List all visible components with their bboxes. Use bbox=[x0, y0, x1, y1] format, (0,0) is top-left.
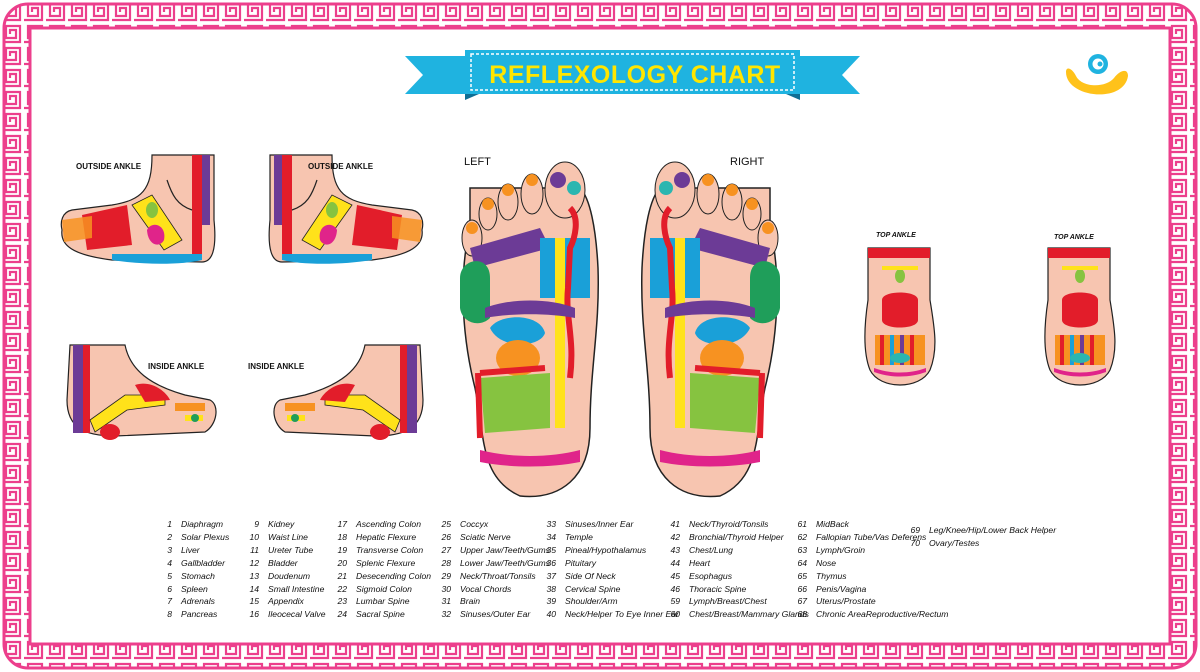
title-banner bbox=[405, 50, 860, 100]
outside-ankle-right-foot bbox=[268, 154, 424, 264]
top-ankle-right-label: TOP ANKLE bbox=[1054, 234, 1094, 241]
outside-ankle-left-label: OUTSIDE ANKLE bbox=[76, 162, 142, 171]
top-ankle-left-label: TOP ANKLE bbox=[876, 232, 916, 239]
sole-diagrams bbox=[460, 161, 780, 498]
outside-ankle-left-foot bbox=[60, 154, 216, 264]
left-sole bbox=[460, 161, 600, 498]
outside-ankle-diagrams bbox=[60, 154, 424, 264]
top-ankle-left-foot bbox=[864, 247, 936, 386]
brand-logo-icon bbox=[1066, 54, 1128, 95]
outside-ankle-right-label: OUTSIDE ANKLE bbox=[308, 162, 374, 171]
inside-ankle-right-foot bbox=[273, 344, 424, 440]
content-area bbox=[32, 30, 1168, 642]
inside-ankle-left-label: INSIDE ANKLE bbox=[148, 362, 205, 371]
chart-title: REFLEXOLOGY CHART bbox=[489, 61, 781, 89]
inside-ankle-diagrams bbox=[66, 344, 424, 440]
left-sole-label: LEFT bbox=[464, 156, 491, 168]
inside-ankle-right-label: INSIDE ANKLE bbox=[248, 362, 305, 371]
right-sole bbox=[640, 161, 780, 498]
top-ankle-diagrams bbox=[864, 247, 1116, 386]
right-sole-label: RIGHT bbox=[730, 156, 765, 168]
top-ankle-right-foot bbox=[1044, 247, 1116, 386]
inside-ankle-left-foot bbox=[66, 344, 217, 440]
